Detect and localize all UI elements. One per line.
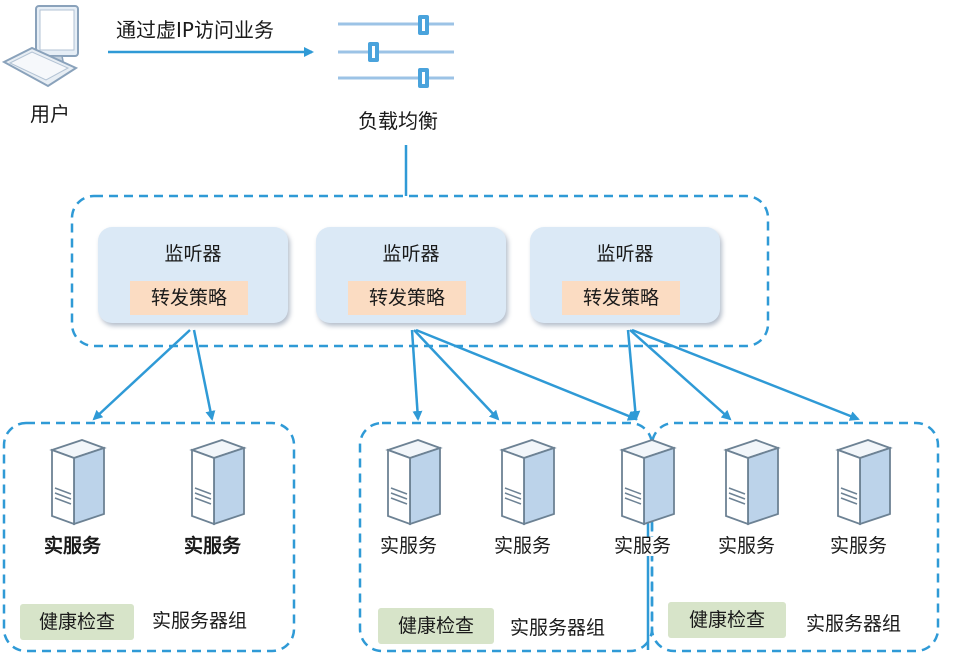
health-check-badge: 健康检查 bbox=[668, 602, 786, 638]
forwarding-policy: 转发策略 bbox=[562, 281, 680, 315]
arrow-l2-s4 bbox=[413, 329, 500, 421]
server-icon bbox=[499, 439, 557, 526]
server-icon bbox=[835, 439, 893, 526]
server-group-label: 实服务器组 bbox=[806, 613, 902, 635]
arrow-l3-s5 bbox=[626, 329, 641, 421]
listener-card-3: 监听器 转发策略 bbox=[530, 227, 720, 323]
arrow-l1-s2 bbox=[192, 329, 216, 421]
load-balancer-label: 负载均衡 bbox=[358, 109, 438, 133]
user-label: 用户 bbox=[30, 102, 70, 126]
server-icon bbox=[49, 439, 107, 526]
server-label: 实服务 bbox=[380, 535, 438, 557]
server-label: 实服务 bbox=[494, 535, 552, 557]
server-1 bbox=[42, 436, 108, 526]
server-3 bbox=[378, 436, 444, 526]
forwarding-policy: 转发策略 bbox=[348, 281, 466, 315]
server-6 bbox=[716, 436, 782, 526]
server-label: 实服务 bbox=[718, 535, 776, 557]
listener-title: 监听器 bbox=[596, 243, 654, 265]
server-icon bbox=[723, 439, 781, 526]
server-group-2-container bbox=[358, 421, 654, 653]
load-balancer-slider-icon bbox=[338, 15, 454, 88]
forwarding-policy: 转发策略 bbox=[130, 281, 248, 315]
server-label: 实服务 bbox=[184, 535, 242, 557]
server-label: 实服务 bbox=[830, 535, 888, 557]
server-icon bbox=[189, 439, 247, 526]
server-icon bbox=[385, 439, 443, 526]
listener-title: 监听器 bbox=[382, 243, 440, 265]
listener-title: 监听器 bbox=[164, 243, 222, 265]
arrow-l1-s1 bbox=[92, 329, 191, 421]
load-balancer-node bbox=[334, 12, 460, 92]
health-check-badge: 健康检查 bbox=[20, 604, 134, 640]
server-label: 实服务 bbox=[44, 535, 102, 557]
server-label: 实服务 bbox=[614, 535, 672, 557]
server-5-shared bbox=[612, 436, 678, 526]
arrow-l2-s3 bbox=[410, 329, 423, 421]
server-group-1-container bbox=[2, 421, 296, 653]
server-7 bbox=[828, 436, 894, 526]
desktop-computer-icon bbox=[1, 5, 79, 88]
arrow-l3-s7 bbox=[631, 328, 860, 421]
listener-card-1: 监听器 转发策略 bbox=[98, 227, 288, 323]
server-group-label: 实服务器组 bbox=[152, 610, 248, 632]
server-4 bbox=[492, 436, 558, 526]
access-label: 通过虚IP访问业务 bbox=[116, 18, 274, 42]
server-2 bbox=[182, 436, 248, 526]
health-check-badge: 健康检查 bbox=[378, 608, 494, 644]
server-icon bbox=[619, 439, 677, 526]
user-node bbox=[1, 2, 82, 97]
arrow-l3-s6 bbox=[629, 329, 732, 421]
server-group-label: 实服务器组 bbox=[510, 617, 606, 639]
arrow-l2-s5 bbox=[415, 328, 638, 421]
listener-card-2: 监听器 转发策略 bbox=[316, 227, 506, 323]
listener-group-container bbox=[70, 194, 770, 348]
